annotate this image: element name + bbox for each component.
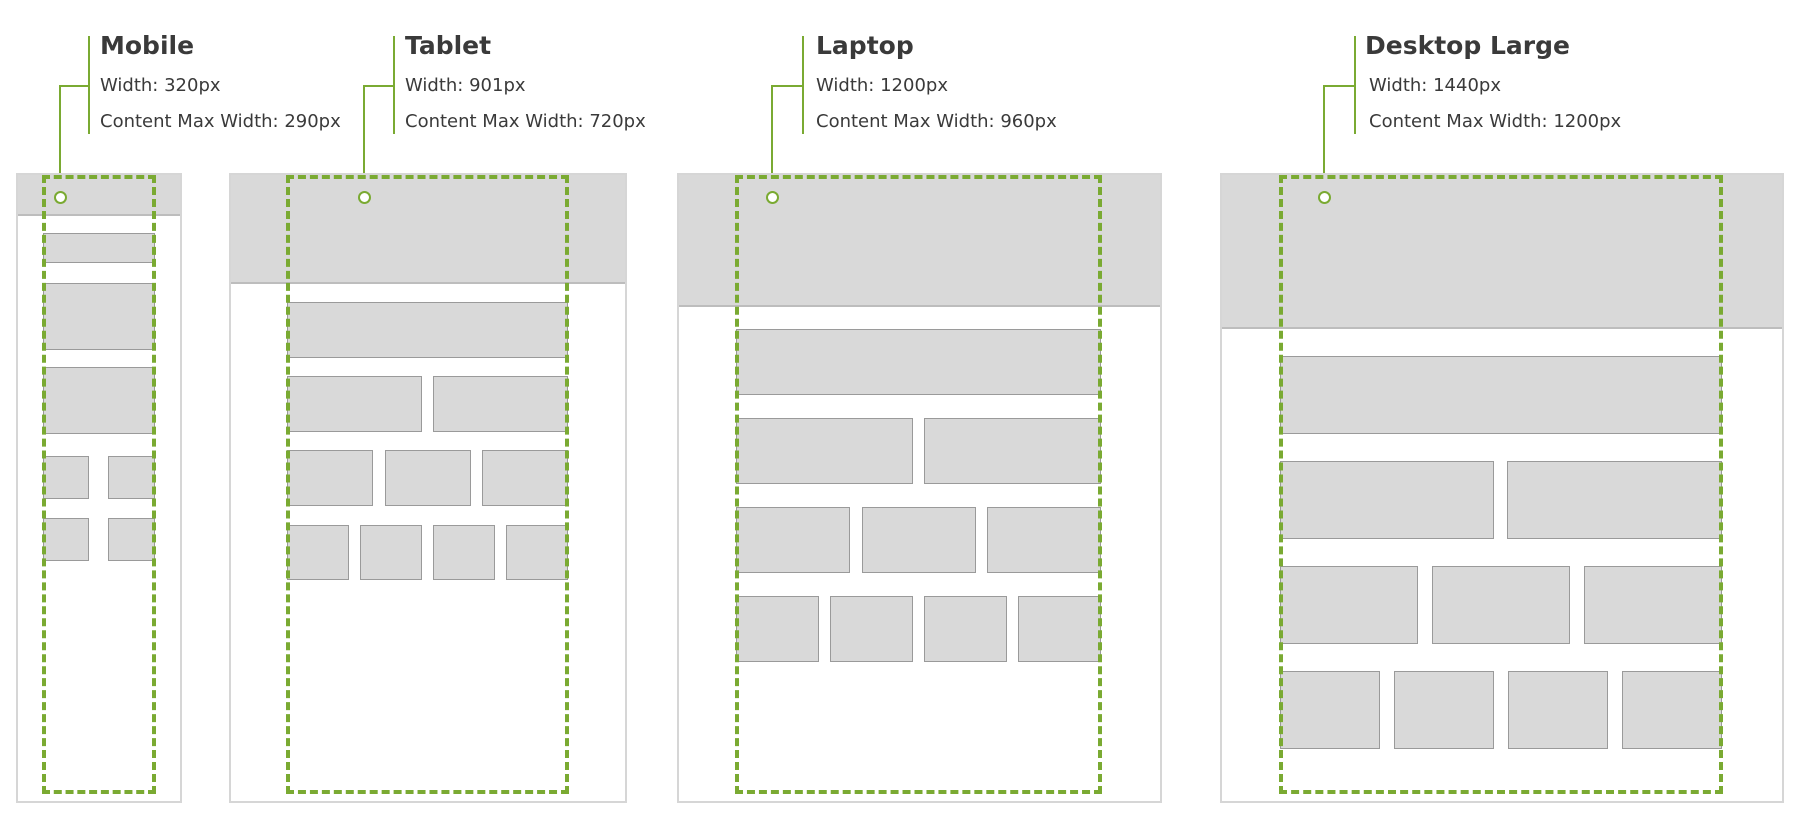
breakpoint-content-width: Content Max Width: 720px bbox=[405, 111, 646, 132]
content-block bbox=[108, 518, 155, 561]
content-block bbox=[1280, 356, 1722, 434]
callout-line bbox=[771, 85, 773, 194]
callout-line bbox=[59, 85, 90, 87]
content-max-width-guide bbox=[1279, 175, 1723, 794]
content-block bbox=[43, 456, 89, 499]
content-block bbox=[1280, 671, 1380, 749]
content-block bbox=[1432, 566, 1570, 644]
content-block bbox=[1584, 566, 1722, 644]
breakpoint-width: Width: 320px bbox=[100, 75, 221, 96]
breakpoint-title: Laptop bbox=[816, 31, 914, 60]
content-block bbox=[433, 525, 495, 580]
content-block bbox=[1508, 671, 1608, 749]
content-block bbox=[43, 367, 155, 434]
content-block bbox=[482, 450, 568, 506]
content-block bbox=[736, 596, 819, 662]
breakpoint-content-width: Content Max Width: 960px bbox=[816, 111, 1057, 132]
callout-line bbox=[1323, 85, 1325, 194]
content-block bbox=[830, 596, 913, 662]
breakpoint-width: Width: 1200px bbox=[816, 75, 948, 96]
content-block bbox=[736, 329, 1101, 395]
page-header-block bbox=[231, 175, 625, 284]
breakpoint-title: Mobile bbox=[100, 31, 195, 60]
page-header-block bbox=[1222, 175, 1782, 329]
content-block bbox=[1280, 461, 1494, 539]
callout-anchor-dot bbox=[358, 191, 371, 204]
callout-anchor-dot bbox=[1318, 191, 1331, 204]
content-block bbox=[108, 456, 155, 499]
callout-line bbox=[1323, 85, 1356, 87]
content-block bbox=[924, 596, 1007, 662]
content-block bbox=[736, 507, 850, 573]
breakpoint-title: Tablet bbox=[405, 31, 492, 60]
callout-line bbox=[771, 85, 804, 87]
content-block bbox=[924, 418, 1101, 484]
content-block bbox=[287, 376, 422, 432]
callout-anchor-dot bbox=[54, 191, 67, 204]
content-block bbox=[1394, 671, 1494, 749]
content-max-width-guide bbox=[735, 175, 1102, 794]
breakpoint-width: Width: 901px bbox=[405, 75, 526, 96]
breakpoint-title: Desktop Large bbox=[1365, 31, 1570, 60]
breakpoint-width: Width: 1440px bbox=[1369, 75, 1501, 96]
content-block bbox=[360, 525, 422, 580]
content-block bbox=[506, 525, 568, 580]
content-block bbox=[385, 450, 471, 506]
content-block bbox=[287, 450, 373, 506]
content-block bbox=[1018, 596, 1101, 662]
content-max-width-guide bbox=[42, 175, 156, 794]
page-header-block bbox=[679, 175, 1160, 307]
content-block bbox=[1280, 566, 1418, 644]
callout-line bbox=[363, 85, 365, 194]
content-block bbox=[43, 233, 155, 263]
content-block bbox=[862, 507, 976, 573]
callout-line bbox=[363, 85, 395, 87]
breakpoint-content-width: Content Max Width: 1200px bbox=[1369, 111, 1622, 132]
content-block bbox=[736, 418, 913, 484]
callout-line bbox=[59, 85, 61, 194]
content-max-width-guide bbox=[286, 175, 569, 794]
breakpoint-content-width: Content Max Width: 290px bbox=[100, 111, 341, 132]
content-block bbox=[1507, 461, 1722, 539]
callout-anchor-dot bbox=[766, 191, 779, 204]
